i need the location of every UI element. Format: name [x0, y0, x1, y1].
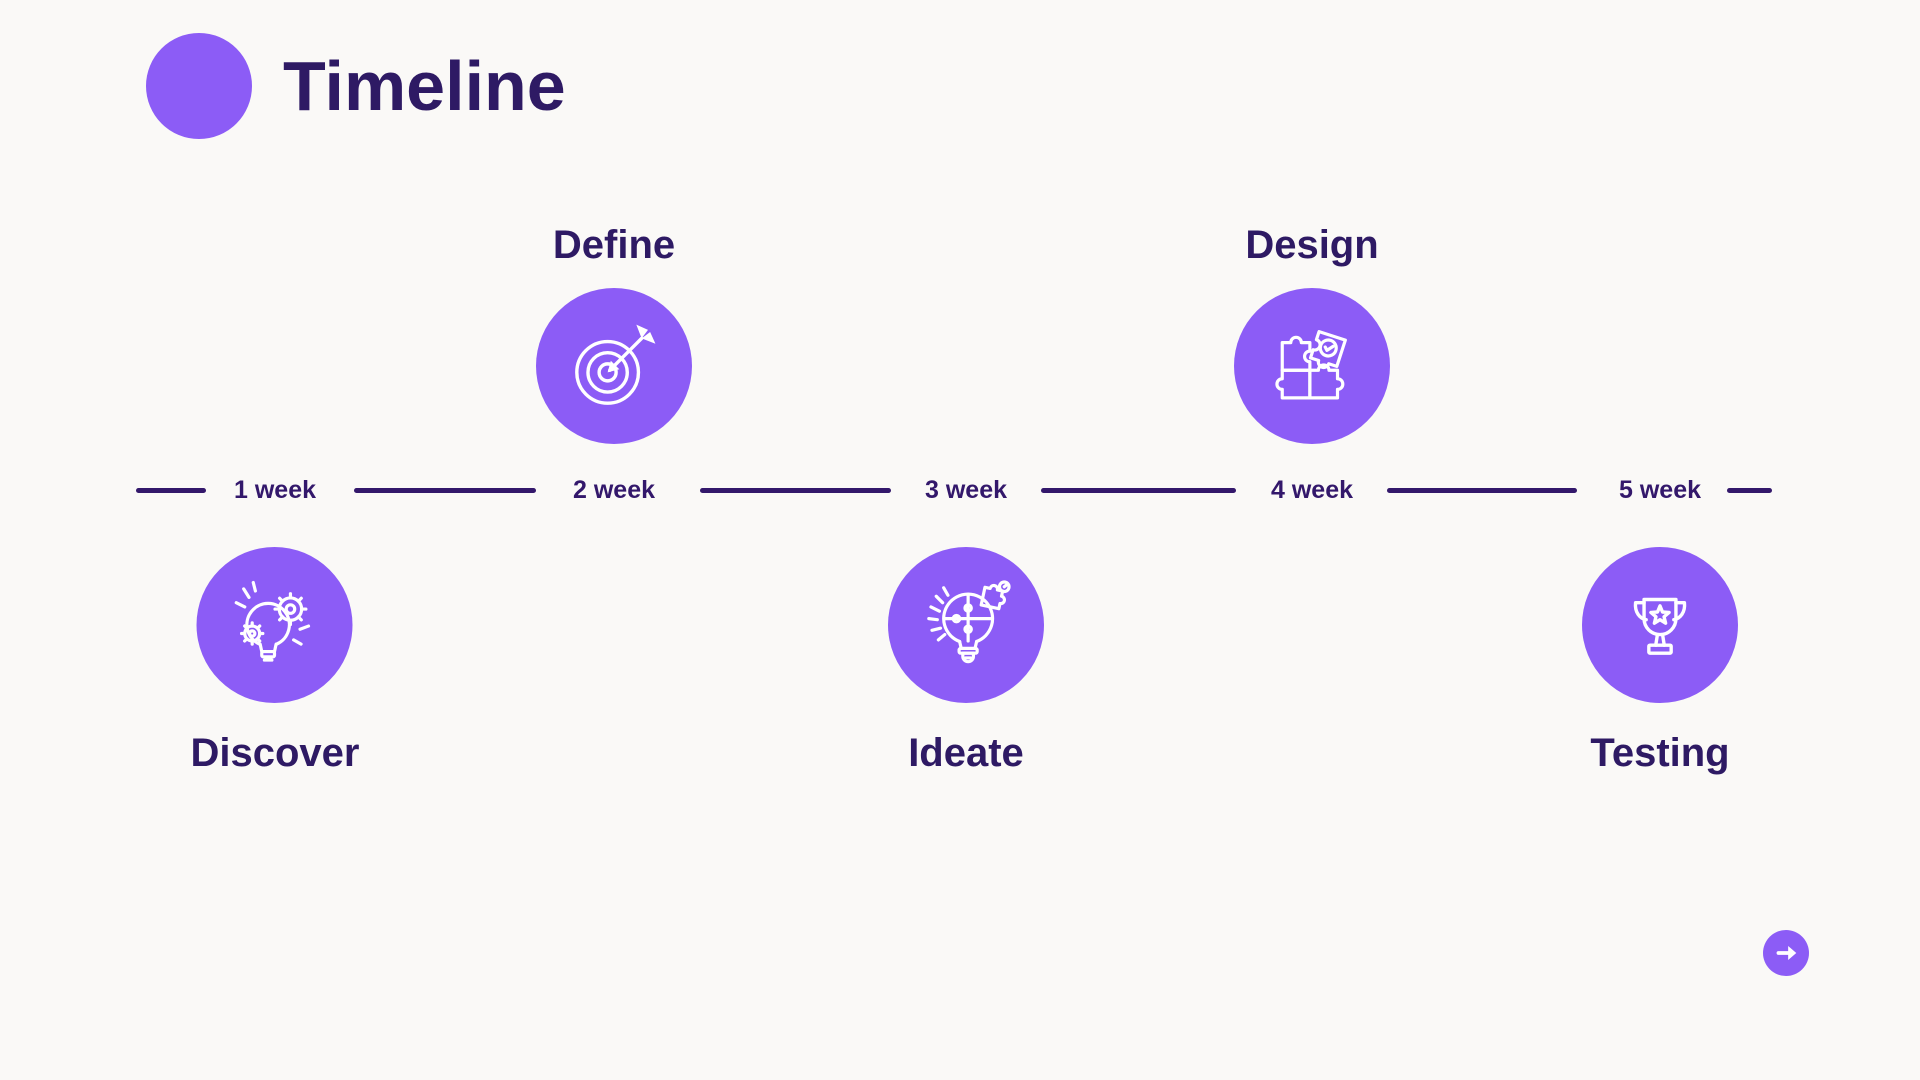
page-title: Timeline: [283, 47, 566, 125]
stage-define: Define: [536, 221, 692, 444]
axis-segment: [136, 488, 206, 493]
stage-label: Testing: [1590, 731, 1730, 775]
bulb-gears-icon: [196, 547, 353, 703]
stage-label: Ideate: [908, 731, 1024, 775]
week-label-3: 3 week: [924, 476, 1008, 504]
axis-segment: [354, 488, 536, 493]
gear-teeth-small: [240, 621, 265, 646]
week-label-4: 4 week: [1270, 476, 1354, 504]
next-button[interactable]: [1763, 930, 1809, 976]
stage-testing: Testing: [1582, 547, 1738, 777]
axis-segment: [1041, 488, 1236, 493]
trophy-star-icon: [1582, 547, 1738, 703]
rays: [927, 586, 950, 642]
stage-label: Define: [552, 223, 676, 267]
week-label-1: 1 week: [233, 476, 317, 504]
axis-segment: [700, 488, 891, 493]
stage-label: Design: [1245, 223, 1379, 267]
stage-discover: Discover: [190, 547, 360, 777]
week-label-5: 5 week: [1618, 476, 1702, 504]
target-arrow-icon: [536, 288, 692, 444]
axis-segment: [1387, 488, 1577, 493]
stage-ideate: Ideate: [888, 547, 1044, 777]
bulb-puzzle-icon: [888, 547, 1044, 703]
week-label-2: 2 week: [572, 476, 656, 504]
puzzle-clock-icon: [1234, 288, 1390, 444]
title-accent-circle: [146, 33, 252, 139]
arrow-right-icon: [1773, 940, 1799, 966]
rays: [235, 580, 311, 646]
axis-segment: [1727, 488, 1772, 493]
gear-teeth: [273, 592, 308, 627]
stage-label: Discover: [190, 731, 360, 775]
stage-design: Design: [1234, 221, 1390, 444]
